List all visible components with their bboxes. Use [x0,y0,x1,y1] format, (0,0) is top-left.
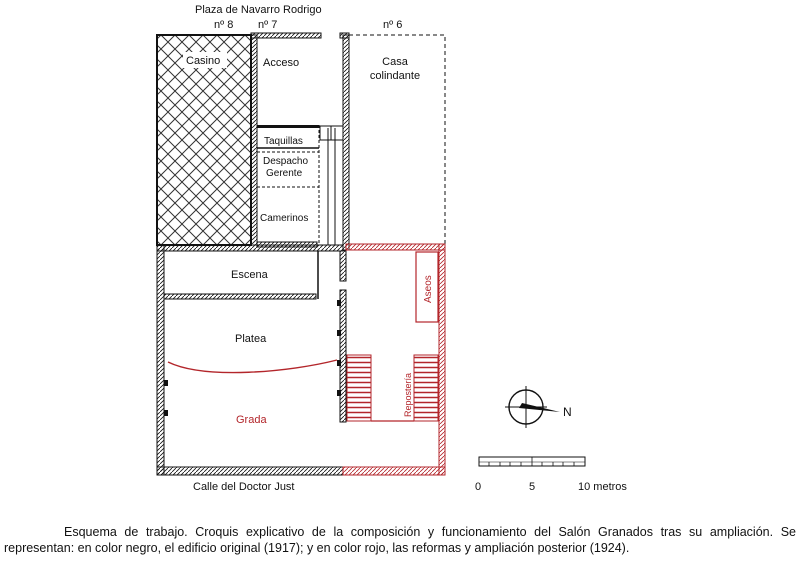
room-despacho-label-1: Despacho [263,156,308,167]
scale-label-0: 0 [475,481,481,493]
room-grada-label: Grada [236,414,267,426]
room-platea-label: Platea [235,333,267,345]
scale-label-10: 10 metros [578,481,627,493]
aseos-room [415,251,439,323]
room-despacho-label-2: Gerente [266,168,303,179]
street-bottom-label: Calle del Doctor Just [193,481,295,493]
scale-bar [478,456,586,467]
room-casa-label-1: Casa [382,56,409,68]
compass-north-label: N [563,405,572,419]
room-reposteria-label: Repostería [403,373,413,417]
room-acceso-label: Acceso [263,57,299,69]
room-escena-label: Escena [231,269,269,281]
reform-extension [167,243,446,476]
house-number-7: nº 7 [258,19,277,31]
room-casino-label: Casino [186,55,220,67]
scale-label-5: 5 [529,481,535,493]
house-number-6: nº 6 [383,19,402,31]
room-taquillas-label: Taquillas [264,136,303,147]
floor-plan: Plaza de Navarro Rodrigo Calle del Docto… [156,4,627,493]
figure-caption: Esquema de trabajo. Croquis explicativo … [4,525,796,555]
casa-colindante-outline [349,34,446,245]
original-walls [156,32,350,476]
grada-curve [167,359,338,374]
stairs-left [346,354,372,422]
street-top-label: Plaza de Navarro Rodrigo [195,4,322,16]
compass-icon [505,386,560,428]
room-camerinos-label: Camerinos [260,213,308,224]
room-casa-label-2: colindante [370,70,420,82]
casino-block [156,34,252,246]
casino-label-bg [183,52,227,68]
stairs-right [413,354,439,422]
room-aseos-label: Aseos [423,275,434,303]
house-number-8: nº 8 [214,19,233,31]
